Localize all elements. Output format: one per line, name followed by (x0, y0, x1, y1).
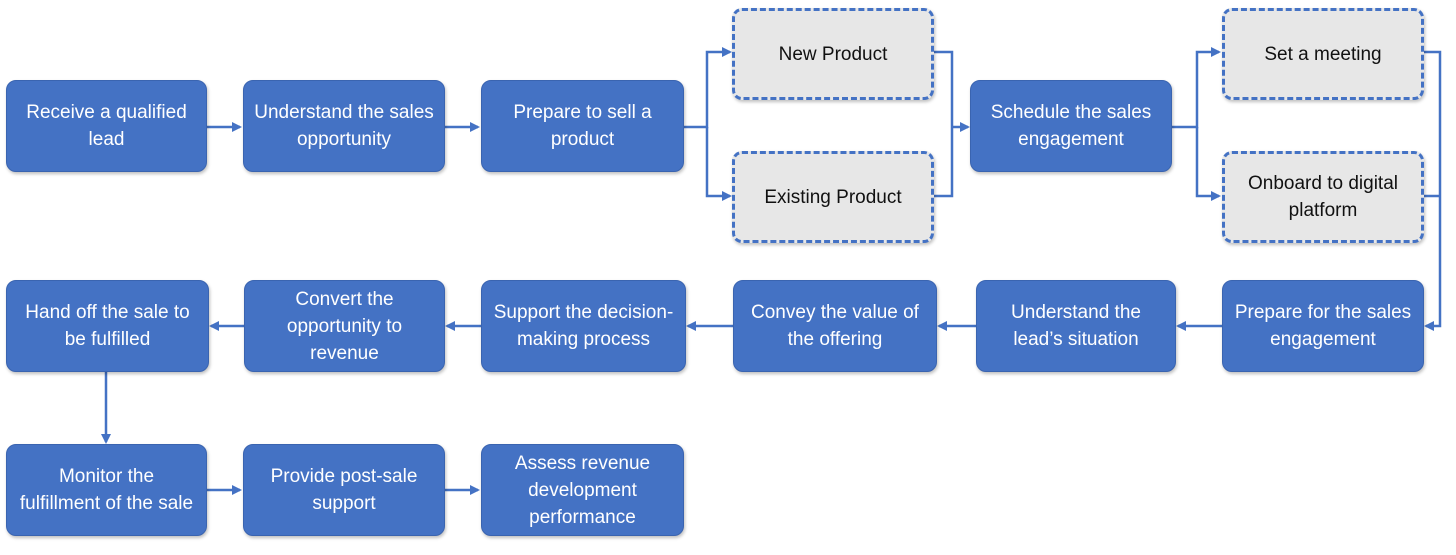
receive-lead-label: Receive a qualified lead (26, 102, 187, 150)
hand-off-label: Hand off the sale to be fulfilled (25, 302, 190, 350)
arrow-schedule-to-onboard (1195, 127, 1221, 201)
monitor-fulfillment-node: Monitor the fulfillment of the sale (6, 444, 207, 536)
set-meeting-node: Set a meeting (1222, 8, 1424, 100)
convert-revenue-label: Convert the opportunity to revenue (286, 288, 403, 364)
understand-situation-node: Understand the lead’s situation (976, 280, 1176, 372)
convert-revenue-node: Convert the opportunity to revenue (244, 280, 445, 372)
prepare-sell-label: Prepare to sell a product (513, 102, 652, 150)
prepare-engagement-label: Prepare for the sales engagement (1234, 302, 1412, 350)
post-sale-support-node: Provide post-sale support (243, 444, 445, 536)
set-meeting-label: Set a meeting (1264, 43, 1382, 65)
convey-value-label: Convey the value of the offering (751, 302, 919, 350)
onboard-platform-node: Onboard to digital platform (1222, 151, 1424, 243)
receive-lead-node: Receive a qualified lead (6, 80, 207, 172)
new-product-node: New Product (732, 8, 934, 100)
prepare-engagement-node: Prepare for the sales engagement (1222, 280, 1424, 372)
monitor-fulfillment-label: Monitor the fulfillment of the sale (19, 466, 194, 514)
onboard-platform-label: Onboard to digital platform (1248, 173, 1398, 221)
arrow-options-to-prepare-engagement (1424, 50, 1442, 331)
support-decision-label: Support the decision-making process (493, 302, 674, 350)
connector-new-product-merge (934, 50, 954, 198)
assess-revenue-label: Assess revenue development performance (514, 452, 651, 528)
post-sale-support-label: Provide post-sale support (270, 466, 418, 514)
prepare-sell-node: Prepare to sell a product (481, 80, 684, 172)
existing-product-node: Existing Product (732, 151, 934, 243)
understand-opportunity-node: Understand the sales opportunity (243, 80, 445, 172)
understand-situation-label: Understand the lead’s situation (1011, 302, 1141, 350)
hand-off-node: Hand off the sale to be fulfilled (6, 280, 209, 372)
existing-product-label: Existing Product (764, 186, 902, 208)
arrow-prepare-to-existing-product (705, 127, 732, 201)
understand-opportunity-label: Understand the sales opportunity (254, 102, 434, 150)
arrow-schedule-to-set-meeting (1172, 47, 1221, 129)
schedule-engagement-label: Schedule the sales engagement (990, 102, 1152, 150)
arrow-prepare-to-new-product (684, 47, 732, 129)
convey-value-node: Convey the value of the offering (733, 280, 937, 372)
assess-revenue-node: Assess revenue development performance (481, 444, 684, 536)
support-decision-node: Support the decision-making process (481, 280, 686, 372)
schedule-engagement-node: Schedule the sales engagement (970, 80, 1172, 172)
new-product-label: New Product (778, 43, 888, 65)
